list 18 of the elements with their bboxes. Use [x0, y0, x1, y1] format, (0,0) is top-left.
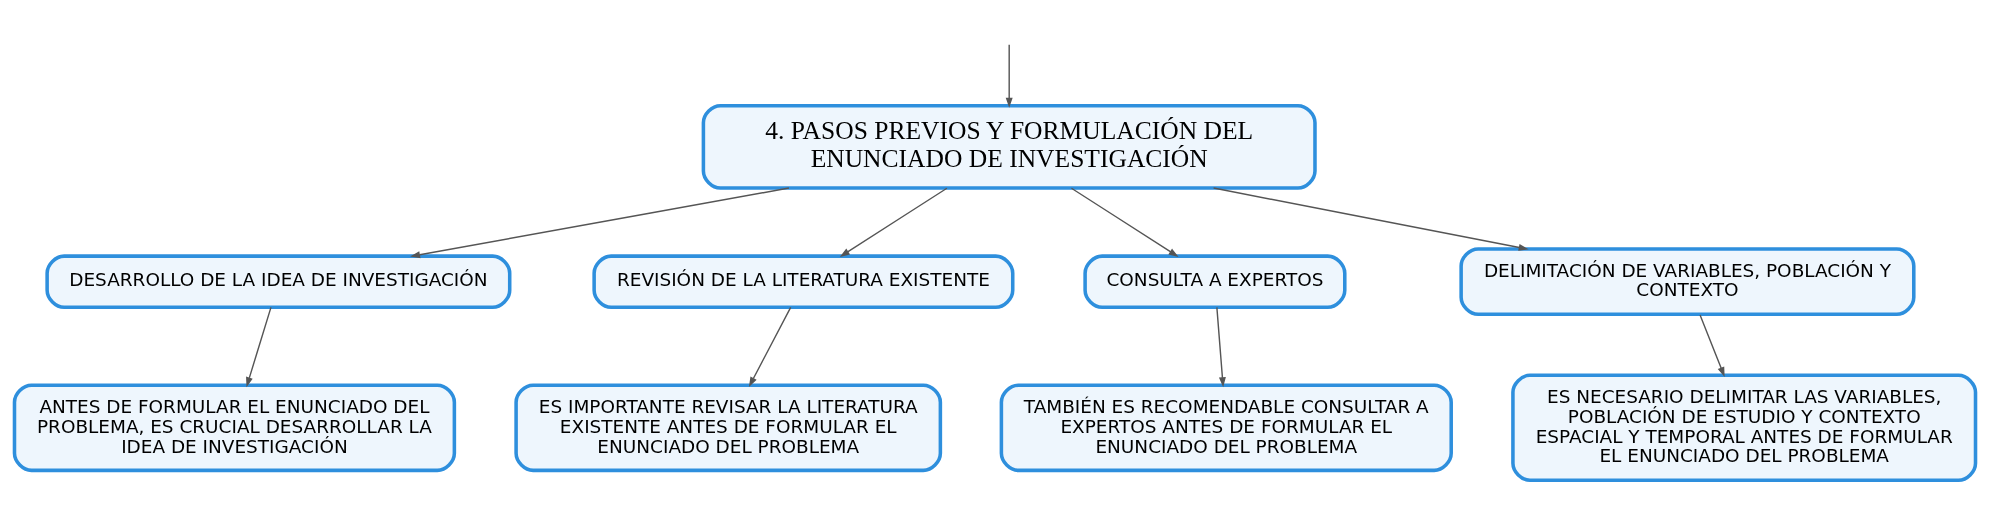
arrow	[1070, 187, 1179, 257]
arrow	[1699, 314, 1725, 377]
arrow	[1216, 306, 1226, 388]
arrow	[246, 306, 272, 388]
arrow	[748, 306, 792, 387]
node-box: ES NECESARIO DELIMITAR LAS VARIABLES, POBLACIÓN DE ESTUDIO Y CONTEXTO ESPACIAL Y TEMPORAL ANTES DE FORMULAR EL ENUNCIADO DEL PROBLEMA	[1511, 373, 1978, 483]
arrow	[839, 187, 948, 257]
arrow	[1212, 187, 1529, 251]
node-box: ES IMPORTANTE REVISAR LA LITERATURA EXISTENTE ANTES DE FORMULAR EL ENUNCIADO DEL PROBLEMA	[514, 383, 943, 473]
arrow	[1005, 44, 1013, 108]
node-box: CONSULTA A EXPERTOS	[1083, 254, 1347, 309]
node-box: ANTES DE FORMULAR EL ENUNCIADO DEL PROBLEMA, ES CRUCIAL DESARROLLAR LA IDEA DE INVESTIGACIÓN	[12, 383, 457, 473]
node-box: REVISIÓN DE LA LITERATURA EXISTENTE	[592, 254, 1015, 309]
node-box: TAMBIÉN ES RECOMENDABLE CONSULTAR A EXPERTOS ANTES DE FORMULAR EL ENUNCIADO DEL PROBLEMA	[999, 383, 1453, 473]
node-box: DESARROLLO DE LA IDEA DE INVESTIGACIÓN	[45, 254, 512, 309]
arrow	[410, 187, 790, 259]
node-box: 4. PASOS PREVIOS Y FORMULACIÓN DEL ENUNCIADO DE INVESTIGACIÓN	[701, 103, 1317, 190]
node-box: DELIMITACIÓN DE VARIABLES, POBLACIÓN Y CONTEXTO	[1459, 247, 1916, 317]
